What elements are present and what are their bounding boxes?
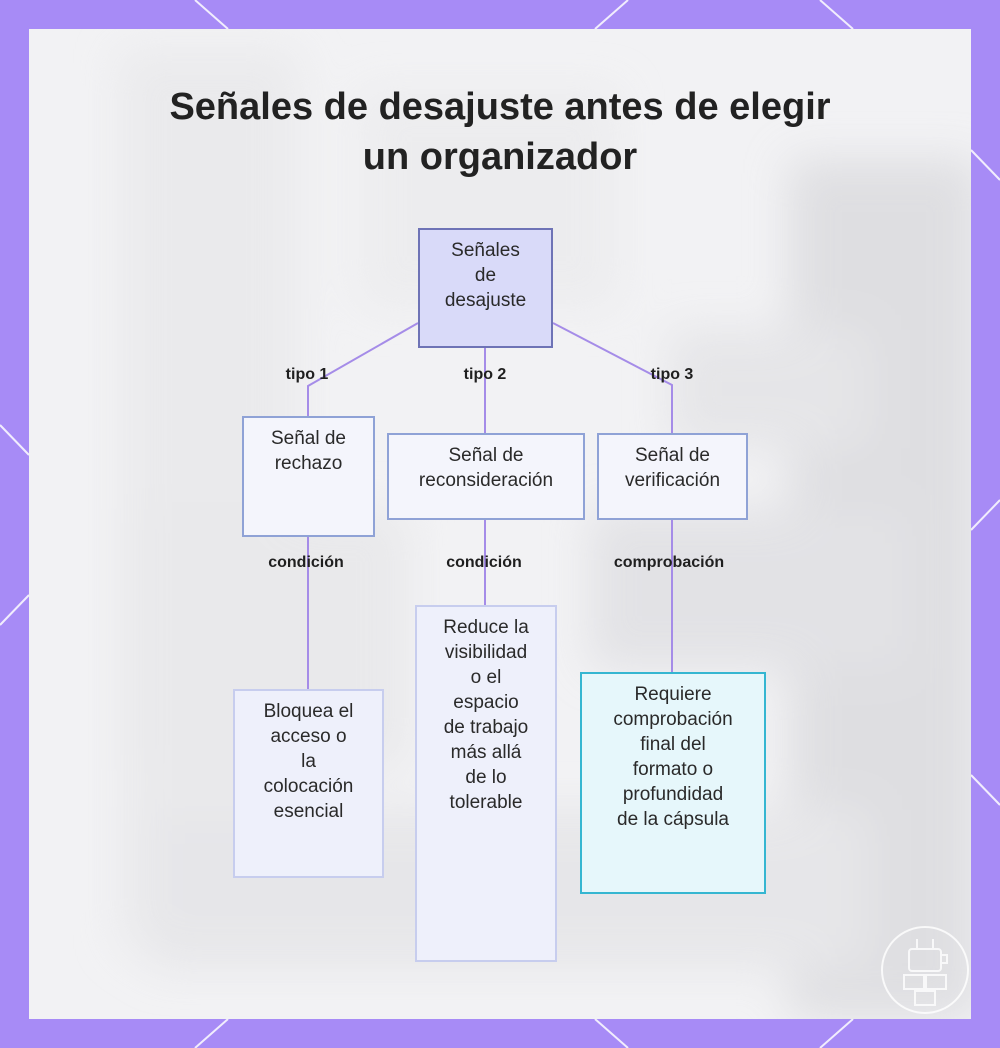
node-text-line: tolerable	[449, 792, 523, 813]
node-bloquea-el-acceso: Bloquea el acceso o la colocación esenci…	[233, 689, 384, 878]
node-text-line: de la cápsula	[617, 809, 729, 830]
node-text-line: de	[474, 265, 497, 286]
node-senal-de-verificacion: Señal de verificación	[597, 433, 748, 520]
connector-root-verificacion	[552, 322, 673, 434]
node-requiere-comprobacion: Requiere comprobación final del formato …	[580, 672, 766, 894]
node-text-line: visibilidad	[444, 642, 528, 663]
node-text-line: Bloquea el	[263, 701, 354, 722]
connector-root-rechazo	[307, 322, 419, 417]
edge-label-tipo-1: tipo 1	[285, 366, 329, 383]
edge-label-comprobacion: comprobación	[613, 554, 725, 571]
node-text-line: profundidad	[622, 784, 724, 805]
edge-label-tipo-2: tipo 2	[463, 366, 507, 383]
node-text-line: esencial	[273, 801, 344, 822]
node-text-line: más allá	[450, 742, 522, 763]
node-text-line: Señal de	[270, 428, 346, 449]
node-reduce-la-visibilidad: Reduce la visibilidad o el espacio de tr…	[415, 605, 557, 962]
node-text-line: desajuste	[444, 290, 527, 311]
blurred-background	[29, 29, 971, 1019]
node-text-line: comprobación	[613, 709, 733, 730]
node-text-line: espacio	[453, 692, 519, 713]
node-senal-de-reconsideracion: Señal de reconsideración	[387, 433, 585, 520]
node-text-line: la	[301, 751, 316, 772]
node-text-line: colocación	[263, 776, 354, 797]
node-text-line: Requiere	[634, 684, 712, 705]
node-text-line: formato o	[632, 759, 714, 780]
page-title: Señales de desajuste antes de elegir un …	[0, 82, 1000, 182]
node-senal-de-rechazo: Señal de rechazo	[242, 416, 375, 537]
title-line-1: Señales de desajuste antes de elegir	[169, 86, 831, 128]
node-senales-de-desajuste: Señales de desajuste	[418, 228, 553, 348]
node-text-line: Señales	[451, 240, 520, 261]
edge-label-condicion-2: condición	[446, 554, 522, 571]
node-text-line: Reduce la	[443, 617, 529, 638]
node-text-line: verificación	[624, 470, 721, 491]
node-text-line: Señal de	[634, 445, 710, 466]
node-text-line: o el	[470, 667, 502, 688]
edge-label-tipo-3: tipo 3	[650, 366, 694, 383]
title-line-2: un organizador	[362, 136, 638, 178]
node-text-line: de trabajo	[443, 717, 529, 738]
node-text-line: acceso o	[270, 726, 347, 747]
node-text-line: reconsideración	[418, 470, 554, 491]
edge-label-condicion-1: condición	[268, 554, 344, 571]
node-text-line: de lo	[465, 767, 507, 788]
node-text-line: Señal de	[448, 445, 524, 466]
watermark-logo-icon	[881, 926, 969, 1014]
node-text-line: rechazo	[274, 453, 343, 474]
node-text-line: final del	[640, 734, 706, 755]
